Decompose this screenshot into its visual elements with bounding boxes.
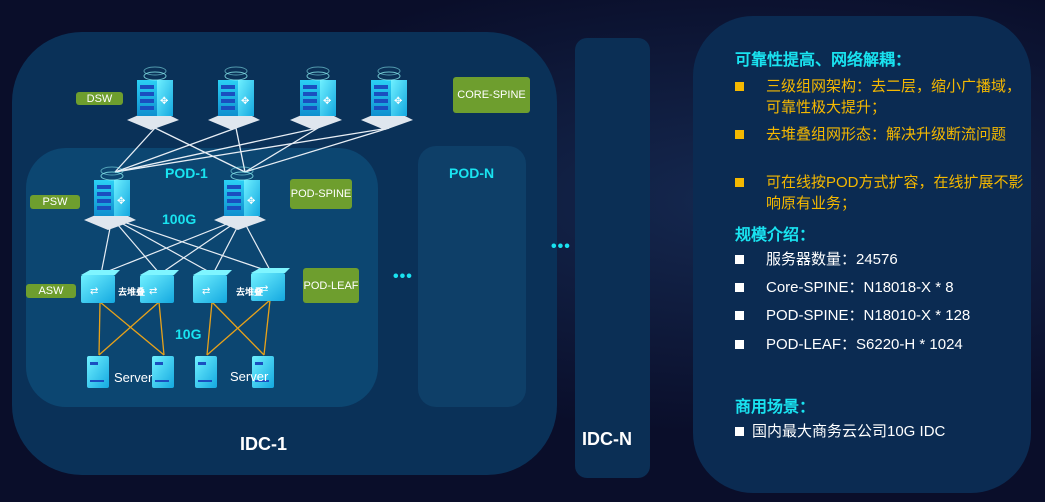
server-link [206,299,271,356]
svg-text:⇄: ⇄ [90,286,98,297]
bullet-icon [735,283,744,292]
more-idcs-ellipsis: ••• [551,238,571,255]
info-panel [693,16,1031,493]
pod-n-label: POD-N [449,165,495,181]
svg-text:✥: ✥ [247,196,255,207]
more-pods-ellipsis: ••• [393,268,413,285]
uplink [111,217,161,275]
uplink [114,127,390,173]
scale-item: 服务器数量：24576 [735,249,1025,270]
uplink [114,127,319,173]
destack-label-2: 去堆叠 [236,287,264,297]
svg-text:✥: ✥ [160,96,168,107]
bullet-icon [735,311,744,320]
uplink [100,217,243,275]
idc-n-container [575,38,650,478]
server-links [98,299,271,356]
link-speed-100g: 100G [162,211,197,227]
bullet-icon [735,255,744,264]
svg-text:✥: ✥ [117,196,125,207]
uplink [114,127,156,173]
leaf-switch-icon: ⇄ [81,270,120,303]
core-switch-icon: ✥ [84,166,136,230]
svg-text:⇄: ⇄ [202,286,210,297]
pod-1-label: POD-1 [165,165,208,181]
bullet-icon [735,427,744,436]
use-case-item: 国内最大商务云公司10G IDC [735,421,1025,442]
reliability-item: 去堆叠组网形态：解决升级断流问题 [735,124,1025,145]
core-switch-icon: ✥ [361,66,413,130]
tag-pod-spine: POD-SPINE [290,179,352,209]
bullet-icon [735,130,744,139]
reliability-item: 可在线按POD方式扩容，在线扩展不影响原有业务； [735,172,1025,214]
core-switch-icon: ✥ [127,66,179,130]
uplink [244,127,390,173]
bullet-icon [735,82,744,91]
leaf-switch-icon: ⇄ [140,270,179,303]
nodes: ✥ ✥ ✥ ✥ ✥ ✥ ⇄ ⇄ ⇄ ⇄ [81,66,413,388]
server-link [206,301,213,356]
scale-item: POD-SPINE：N18010-X * 128 [735,305,1025,326]
core-switch-icon: ✥ [214,166,266,230]
server-link [98,301,160,356]
server-link [158,301,165,356]
uplink [244,127,319,173]
uplink [241,217,272,273]
uplink [111,217,214,275]
reliability-title: 可靠性提高、网络解耦： [735,52,912,69]
use-case-title: 商用场景： [735,399,816,416]
uplink [235,127,246,173]
core-switch-icon: ✥ [290,66,342,130]
reliability-item: 三级组网架构：去二层，缩小广播域，可靠性极大提升； [735,76,1025,118]
scale-item: POD-LEAF：S6220-H * 1024 [735,334,1025,355]
bullet-icon [735,340,744,349]
scale-title: 规模介绍： [735,227,816,244]
uplink [111,217,272,273]
tag-psw: PSW [30,195,80,209]
tag-core-spine: CORE-SPINE [453,77,530,113]
svg-text:✥: ✥ [394,96,402,107]
scale-item: Core-SPINE：N18018-X * 8 [735,277,1025,298]
server-icon [195,356,217,388]
server-icon [252,356,274,388]
uplink [159,217,243,275]
uplink [114,127,237,173]
server-link [263,299,271,356]
leaf-switch-icon: ⇄ [193,270,232,303]
server-icon [152,356,174,388]
core-switch-icon: ✥ [208,66,260,130]
svg-text:✥: ✥ [323,96,331,107]
svg-text:✥: ✥ [241,96,249,107]
destack-label-1: 去堆叠 [118,287,146,297]
leaf-switch-icon: ⇄ [251,268,290,301]
server-link [99,301,165,356]
idc-1-label: IDC-1 [240,434,288,454]
link-speed-10g: 10G [175,326,202,342]
server-label-2: Server [230,369,269,384]
server-label-1: Server [114,370,153,385]
idc-n-label: IDC-N [582,429,632,449]
tag-dsw: DSW [76,92,123,105]
svg-text:⇄: ⇄ [149,286,157,297]
pod-n-container [418,146,526,407]
svg-text:⇄: ⇄ [260,284,268,295]
uplinks [100,127,390,275]
tag-pod-leaf: POD-LEAF [303,268,359,303]
server-link [98,301,101,356]
tag-asw: ASW [26,284,76,298]
uplink [154,127,246,173]
server-icon [87,356,109,388]
bullet-icon [735,178,744,187]
